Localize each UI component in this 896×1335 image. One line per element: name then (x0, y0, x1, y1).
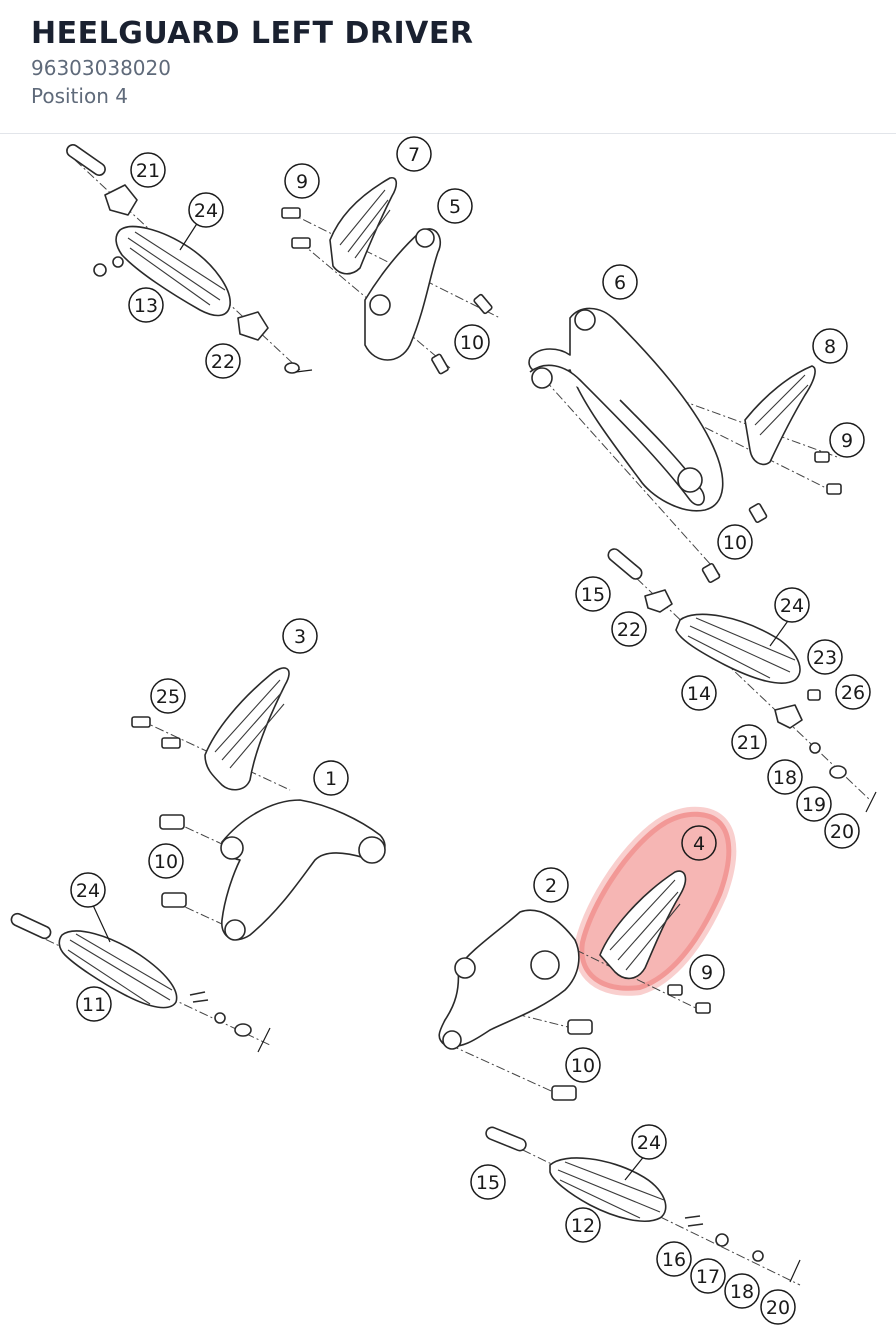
callout-24[interactable]: 24 (70, 872, 106, 908)
svg-text:15: 15 (476, 1172, 500, 1194)
callout-6[interactable]: 6 (602, 264, 638, 300)
svg-text:11: 11 (82, 994, 106, 1016)
bracket-group-2 (438, 870, 711, 1101)
callout-18[interactable]: 18 (724, 1273, 760, 1309)
callout-5[interactable]: 5 (437, 188, 473, 224)
footrest-group-14 (607, 548, 877, 813)
footrest-group-13 (66, 144, 313, 374)
svg-text:21: 21 (737, 732, 761, 754)
svg-text:10: 10 (723, 532, 747, 554)
callout-10[interactable]: 10 (148, 843, 184, 879)
callout-8[interactable]: 8 (812, 328, 848, 364)
svg-text:2: 2 (545, 875, 557, 897)
callout-7[interactable]: 7 (396, 136, 432, 172)
svg-text:23: 23 (813, 647, 837, 669)
svg-text:24: 24 (637, 1132, 661, 1154)
page-title: HEELGUARD LEFT DRIVER (31, 16, 474, 51)
svg-text:10: 10 (571, 1055, 595, 1077)
heelguard-group-7 (281, 176, 501, 375)
svg-text:9: 9 (841, 430, 853, 452)
callout-10[interactable]: 10 (565, 1047, 601, 1083)
svg-text:19: 19 (802, 794, 826, 816)
svg-text:17: 17 (696, 1266, 720, 1288)
callout-10[interactable]: 10 (454, 324, 490, 360)
callout-13[interactable]: 13 (128, 287, 164, 323)
callout-9[interactable]: 9 (829, 422, 865, 458)
callout-19[interactable]: 19 (796, 786, 832, 822)
callout-4-highlighted[interactable]: 4 (681, 825, 717, 861)
callout-9[interactable]: 9 (689, 954, 725, 990)
callout-26[interactable]: 26 (835, 674, 871, 710)
callout-24[interactable]: 24 (188, 192, 224, 228)
svg-text:4: 4 (693, 833, 705, 855)
svg-text:15: 15 (581, 584, 605, 606)
svg-text:26: 26 (841, 682, 865, 704)
footrest-group-12 (485, 1126, 801, 1286)
callout-11[interactable]: 11 (76, 986, 112, 1022)
callout-23[interactable]: 23 (807, 639, 843, 675)
svg-text:7: 7 (408, 144, 420, 166)
svg-text:6: 6 (614, 272, 626, 294)
svg-text:22: 22 (617, 619, 641, 641)
svg-text:5: 5 (449, 196, 461, 218)
callout-22[interactable]: 22 (205, 343, 241, 379)
callout-24[interactable]: 24 (631, 1124, 667, 1160)
callout-25[interactable]: 25 (150, 678, 186, 714)
svg-text:1: 1 (325, 768, 337, 790)
svg-text:20: 20 (830, 821, 854, 843)
svg-text:9: 9 (701, 962, 713, 984)
callout-22[interactable]: 22 (611, 611, 647, 647)
callout-17[interactable]: 17 (690, 1258, 726, 1294)
callout-2[interactable]: 2 (533, 867, 569, 903)
svg-text:12: 12 (571, 1215, 595, 1237)
callout-21[interactable]: 21 (731, 724, 767, 760)
callout-18[interactable]: 18 (767, 759, 803, 795)
callout-20[interactable]: 20 (824, 813, 860, 849)
svg-text:24: 24 (780, 595, 804, 617)
callout-21[interactable]: 21 (130, 152, 166, 188)
callout-14[interactable]: 14 (681, 675, 717, 711)
callout-3[interactable]: 3 (282, 618, 318, 654)
callout-15[interactable]: 15 (575, 576, 611, 612)
callout-1[interactable]: 1 (313, 760, 349, 796)
svg-text:16: 16 (662, 1249, 686, 1271)
svg-text:10: 10 (154, 851, 178, 873)
svg-text:25: 25 (156, 686, 180, 708)
callout-10[interactable]: 10 (717, 524, 753, 560)
header: HEELGUARD LEFT DRIVER 96303038020 Positi… (0, 0, 896, 134)
svg-text:3: 3 (294, 626, 306, 648)
svg-text:10: 10 (460, 332, 484, 354)
bracket-group-1 (131, 667, 386, 941)
svg-text:24: 24 (194, 200, 218, 222)
callout-24[interactable]: 24 (774, 587, 810, 623)
svg-text:9: 9 (296, 171, 308, 193)
callout-16[interactable]: 16 (656, 1241, 692, 1277)
svg-text:22: 22 (211, 351, 235, 373)
bracket-group-6 (528, 307, 842, 583)
position-label: Position 4 (31, 84, 128, 108)
svg-text:24: 24 (76, 880, 100, 902)
footrest-group-11 (10, 912, 271, 1053)
svg-text:18: 18 (773, 767, 797, 789)
callout-20[interactable]: 20 (760, 1289, 796, 1325)
callout-15[interactable]: 15 (470, 1164, 506, 1200)
svg-text:21: 21 (136, 160, 160, 182)
svg-text:20: 20 (766, 1297, 790, 1319)
svg-text:8: 8 (824, 336, 836, 358)
svg-text:18: 18 (730, 1281, 754, 1303)
callout-12[interactable]: 12 (565, 1207, 601, 1243)
part-number: 96303038020 (31, 56, 171, 80)
svg-text:13: 13 (134, 295, 158, 317)
callout-9[interactable]: 9 (284, 163, 320, 199)
svg-text:14: 14 (687, 683, 711, 705)
